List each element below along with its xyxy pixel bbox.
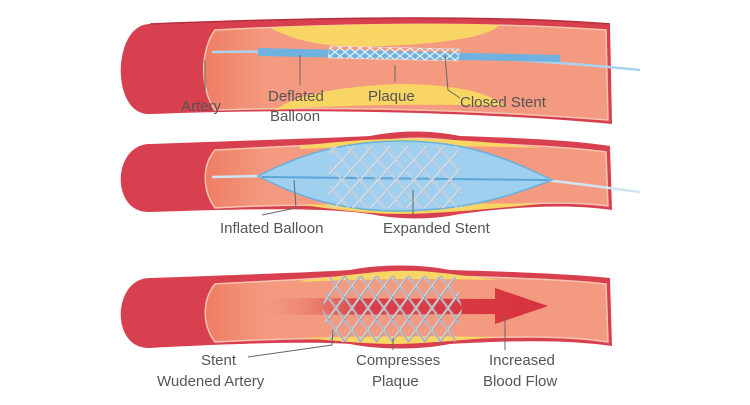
expanded-stent-icon xyxy=(328,146,462,208)
label-widened-artery: Wudened Artery xyxy=(157,373,265,390)
label-plaque: Plaque xyxy=(368,88,415,105)
panel-step3 xyxy=(120,265,613,349)
catheter-wire xyxy=(211,174,641,194)
stent-icon xyxy=(322,276,462,342)
panel-step1-leaders xyxy=(204,55,461,99)
panel-step2-leaders xyxy=(261,179,414,216)
label-blood-flow: Blood Flow xyxy=(483,373,557,390)
label-deflated-balloon-1: Deflated xyxy=(268,88,324,105)
label-compresses-plaque: Plaque xyxy=(372,373,419,390)
label-deflated-balloon-2: Balloon xyxy=(270,108,320,125)
label-expanded-stent: Expanded Stent xyxy=(383,220,491,237)
label-inflated-balloon: Inflated Balloon xyxy=(220,220,323,237)
label-stent: Stent xyxy=(201,352,237,369)
label-increased: Increased xyxy=(489,352,555,369)
label-closed-stent: Closed Stent xyxy=(460,94,547,111)
plaque-bottom-icon xyxy=(275,84,505,110)
panel-step1 xyxy=(120,17,641,125)
panel-step3-leaders xyxy=(247,316,506,358)
plaque-top-icon xyxy=(270,23,500,47)
label-compresses: Compresses xyxy=(356,352,440,369)
panel-step2 xyxy=(120,131,641,219)
label-artery: Artery xyxy=(181,98,222,115)
closed-stent-icon xyxy=(327,45,461,62)
